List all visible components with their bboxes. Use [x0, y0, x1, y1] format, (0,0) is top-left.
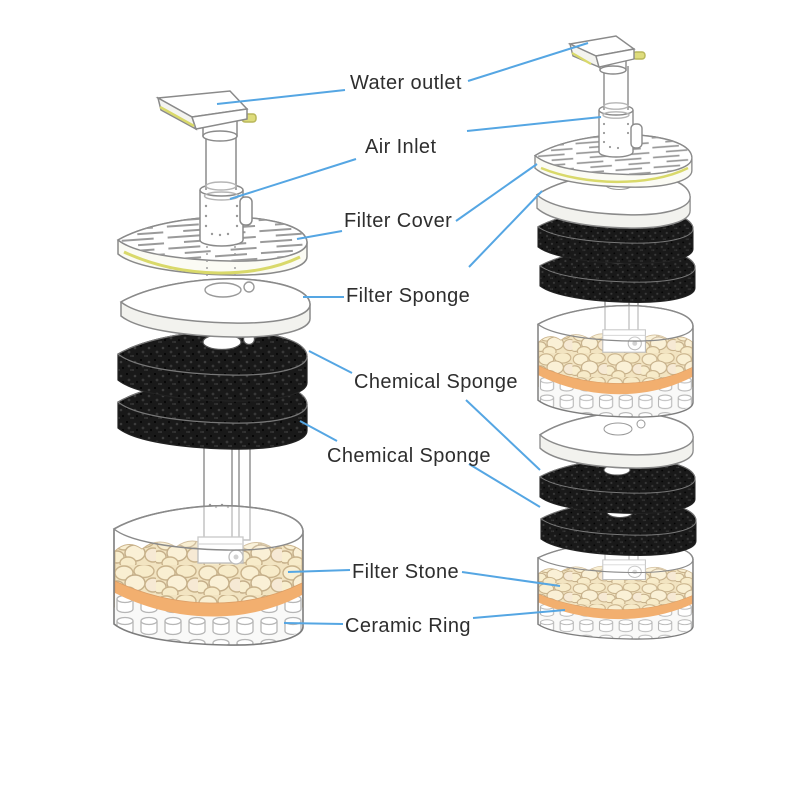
sponge-hole-small	[636, 419, 646, 429]
water-outlet-spout-left	[155, 90, 257, 142]
leader-air-inlet-left	[229, 158, 357, 200]
left-filter-diagram	[113, 90, 311, 646]
leader-filter-stone-left	[287, 569, 351, 573]
sponge-hole	[204, 282, 242, 298]
label-water-outlet: Water outlet	[350, 72, 462, 94]
leader-water-outlet-right	[467, 42, 589, 82]
cover-yellow-edge-right	[540, 166, 689, 184]
leader-filter-sponge-right	[468, 190, 543, 268]
leader-ceramic-ring-right	[472, 609, 566, 619]
filter-tank-left	[113, 504, 304, 646]
leader-filter-cover-left	[296, 230, 343, 240]
label-filter-sponge: Filter Sponge	[346, 285, 471, 307]
leader-chemical-sponge1-left	[308, 350, 353, 374]
label-ceramic-ring: Ceramic Ring	[345, 615, 471, 637]
leader-filter-cover-right	[455, 163, 538, 222]
leader-chemical-sponge2-left	[299, 420, 338, 442]
leader-filter-stone-right	[461, 571, 561, 587]
cover-yellow-edge-left	[123, 250, 301, 275]
filter-sponge-right-2	[539, 411, 694, 469]
filter-tank-right-1	[537, 304, 694, 418]
right-filter-diagram	[534, 35, 697, 640]
leader-water-outlet-left	[216, 89, 346, 105]
leader-air-inlet-right	[466, 116, 602, 132]
filter-tank-right-2	[537, 540, 694, 640]
label-filter-stone: Filter Stone	[352, 561, 460, 583]
label-chemical-sponge-1: Chemical Sponge	[354, 371, 518, 393]
leader-chemical-sponge1-right	[465, 399, 541, 471]
label-chemical-sponge-2: Chemical Sponge	[327, 445, 491, 467]
sponge-hole	[603, 422, 633, 436]
sponge-hole-small	[243, 281, 255, 293]
leader-lines	[216, 42, 602, 625]
alignment-dashes-left	[206, 246, 236, 277]
leader-ceramic-ring-left	[283, 622, 344, 625]
leader-chemical-sponge2-right	[468, 463, 541, 508]
label-air-inlet: Air Inlet	[365, 136, 437, 158]
label-filter-cover: Filter Cover	[344, 210, 453, 232]
water-outlet-spout-right	[567, 35, 646, 75]
